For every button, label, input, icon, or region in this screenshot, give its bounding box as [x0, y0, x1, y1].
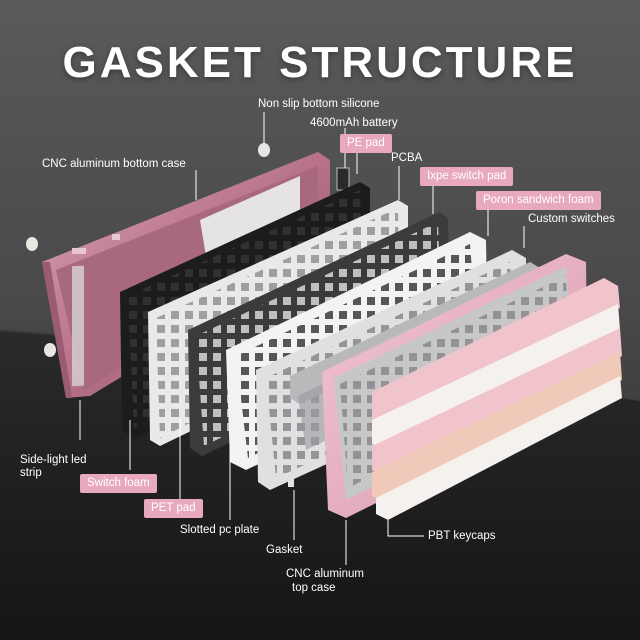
label-cnc-top-2: top case — [292, 582, 336, 594]
label-pcba: PCBA — [391, 152, 423, 164]
label-side-light-2: strip — [20, 467, 42, 479]
page-title: GASKET STRUCTURE — [62, 38, 578, 87]
silicone-dot-1 — [258, 143, 270, 157]
label-side-light-1: Side-light led — [20, 454, 87, 466]
silicone-dot-2 — [26, 237, 38, 251]
label-battery: 4600mAh battery — [310, 117, 398, 129]
label-ixpe-pad: Ixpe switch pad — [420, 167, 514, 186]
silicone-dot-3 — [44, 343, 56, 357]
label-poron-foam: Poron sandwich foam — [476, 191, 601, 210]
battery — [336, 167, 350, 191]
label-custom-switches: Custom switches — [528, 213, 615, 225]
label-non-slip: Non slip bottom silicone — [258, 98, 380, 110]
label-gasket: Gasket — [266, 544, 303, 556]
label-pbt-keycaps: PBT keycaps — [428, 530, 496, 542]
label-slotted-plate: Slotted pc plate — [180, 524, 260, 536]
label-cnc-bottom-case: CNC aluminum bottom case — [42, 158, 186, 170]
label-pet-pad: PET pad — [144, 499, 203, 518]
label-switch-foam: Switch foam — [80, 474, 157, 493]
pbt-keycaps — [372, 278, 622, 520]
label-pe-pad: PE pad — [340, 134, 392, 153]
label-cnc-top-1: CNC aluminum — [286, 568, 364, 580]
gasket-piece-1 — [288, 478, 294, 487]
